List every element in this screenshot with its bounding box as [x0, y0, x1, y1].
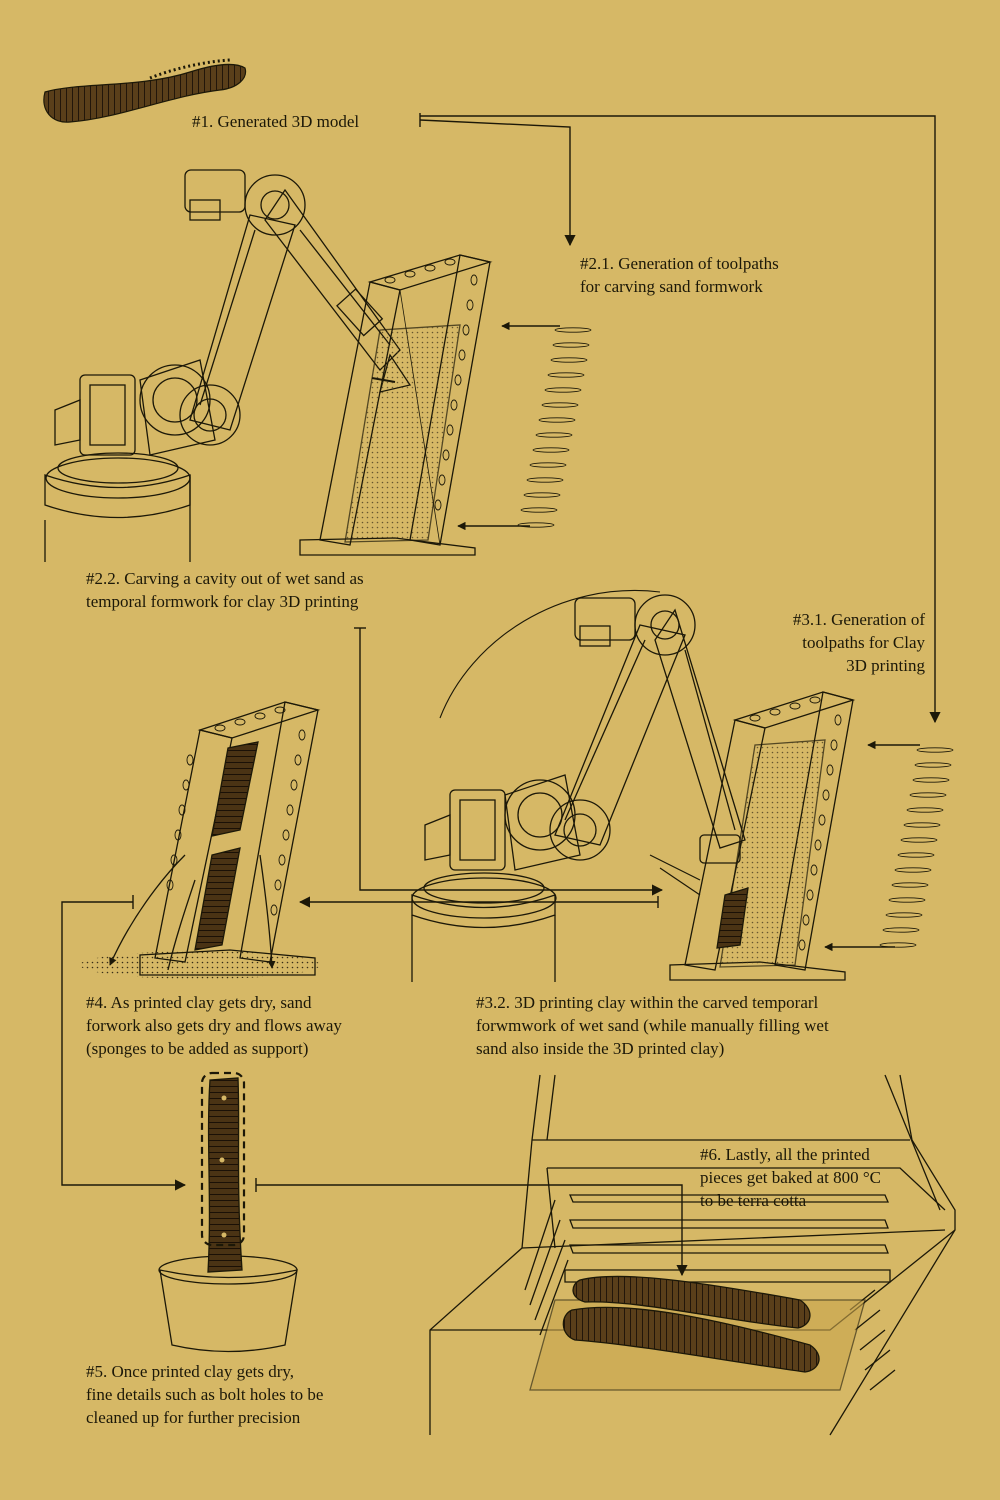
step-6-line: to be terra cotta — [700, 1191, 807, 1210]
step-2-2-label: #2.2. Carving a cavity out of wet sand a… — [86, 567, 364, 613]
step-4-label: #4. As printed clay gets dry, sand forwo… — [86, 991, 342, 1060]
step-3-2-line: sand also inside the 3D printed clay) — [476, 1039, 725, 1058]
step-5-line: fine details such as bolt holes to be — [86, 1385, 324, 1404]
step-3-1-label: #3.1. Generation of toolpaths for Clay 3… — [720, 608, 925, 677]
step-2-2-line: #2.2. Carving a cavity out of wet sand a… — [86, 569, 364, 588]
step-1-line: #1. Generated 3D model — [192, 112, 360, 131]
step-2-1-line: for carving sand formwork — [580, 277, 763, 296]
step-6-label: #6. Lastly, all the printed pieces get b… — [700, 1143, 881, 1212]
toolpath-coil-clay — [879, 747, 954, 948]
step-6-line: pieces get baked at 800 °C — [700, 1168, 881, 1187]
sand-formwork-frame-2 — [669, 691, 856, 981]
step-4-line: forwork also gets dry and flows away — [86, 1016, 342, 1035]
step-3-2-label: #3.2. 3D printing clay within the carved… — [476, 991, 829, 1060]
step-2-1-line: #2.1. Generation of toolpaths — [580, 254, 779, 273]
step-4-line: #4. As printed clay gets dry, sand — [86, 993, 312, 1012]
generated-model-illustration — [43, 58, 247, 123]
step-3-1-line: #3.1. Generation of — [792, 610, 925, 629]
robot-arm-carving — [44, 169, 412, 562]
step-1-label: #1. Generated 3D model — [192, 110, 359, 133]
step-6-line: #6. Lastly, all the printed — [700, 1145, 870, 1164]
step-5-line: cleaned up for further precision — [86, 1408, 301, 1427]
flow-connectors — [61, 113, 941, 1277]
cleaned-column-illustration — [158, 1071, 298, 1353]
step-3-1-line: 3D printing — [846, 656, 925, 675]
step-3-2-line: #3.2. 3D printing clay within the carved… — [476, 993, 819, 1012]
step-5-line: #5. Once printed clay gets dry, — [86, 1362, 295, 1381]
step-3-1-line: toolpaths for Clay — [802, 633, 925, 652]
toolpath-coil-sand — [517, 327, 592, 528]
step-4-line: (sponges to be added as support) — [86, 1039, 309, 1058]
step-5-label: #5. Once printed clay gets dry, fine det… — [86, 1360, 323, 1429]
step-2-1-label: #2.1. Generation of toolpaths for carvin… — [580, 252, 779, 298]
step-3-2-line: forwmwork of wet sand (while manually fi… — [476, 1016, 829, 1035]
kiln-illustration — [429, 1074, 956, 1436]
robot-arm-printing — [411, 590, 746, 982]
drying-formwork-illustration — [80, 701, 321, 979]
step-2-2-line: temporal formwork for clay 3D printing — [86, 592, 359, 611]
sand-formwork-frame-1 — [299, 254, 493, 556]
